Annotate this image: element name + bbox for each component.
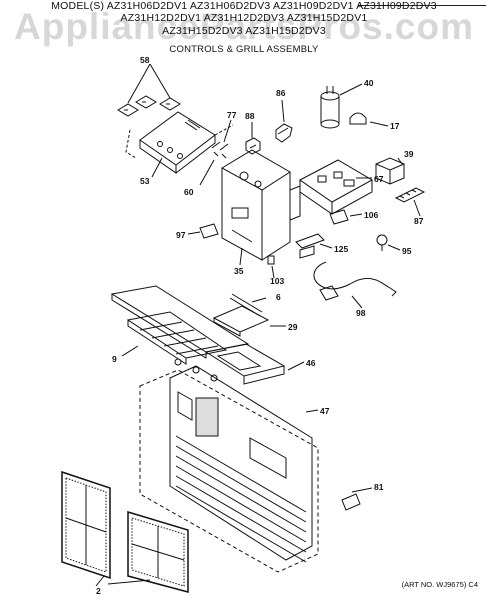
label-97: 97 [176, 230, 186, 240]
diagram-subtitle: CONTROLS & GRILL ASSEMBLY [169, 44, 319, 55]
art-number: (ART NO. WJ9675) C4 [401, 580, 478, 589]
leader-58b [149, 63, 171, 99]
part-81-clip[interactable] [341, 493, 361, 511]
part-40-capacitor[interactable] [320, 86, 340, 129]
part-103-clip[interactable] [267, 255, 275, 265]
label-95: 95 [402, 246, 412, 256]
label-39: 39 [404, 149, 414, 159]
models-line-3: AZ31H15D2DV3 AZ31H15D2DV3 [162, 25, 326, 37]
label-2: 2 [96, 586, 101, 596]
models-line-2: AZ31H12D2DV1 AZ31H12D2DV3 AZ31H15D2DV1 [120, 12, 368, 24]
leader-95 [387, 244, 401, 251]
label-125: 125 [334, 244, 348, 254]
label-77: 77 [227, 110, 237, 120]
part-2-filter-right[interactable] [127, 510, 189, 593]
leader-98 [351, 295, 363, 309]
part-98-power-cord[interactable] [313, 261, 397, 301]
leader-17 [369, 121, 389, 127]
part-53-control-panel[interactable] [125, 111, 234, 174]
label-9: 9 [112, 354, 117, 364]
leader-39 [397, 157, 403, 165]
part-86-thermostat[interactable] [275, 123, 293, 143]
part-29-access-door[interactable] [212, 305, 270, 337]
leader-46 [287, 361, 305, 371]
part-2-filter-left[interactable] [61, 470, 111, 580]
header-rule [358, 5, 486, 6]
label-88: 88 [245, 111, 255, 121]
models-line-1: MODEL(S) AZ31H06D2DV1 AZ31H06D2DV3 AZ31H… [51, 0, 437, 12]
label-67: 67 [374, 174, 384, 184]
leader-81 [351, 487, 373, 493]
label-87: 87 [414, 216, 424, 226]
leader-77 [223, 119, 232, 143]
label-40: 40 [364, 78, 374, 88]
leader-2 [95, 575, 151, 587]
part-39-relay[interactable] [375, 157, 405, 185]
part-87-terminal[interactable] [394, 187, 426, 203]
label-17: 17 [390, 121, 400, 131]
part-106-switch[interactable] [329, 209, 349, 225]
leader-87 [413, 199, 421, 217]
part-88-clip[interactable] [245, 137, 261, 155]
part-77-screws[interactable] [211, 141, 229, 159]
part-35-control-box[interactable] [220, 149, 301, 261]
leader-47 [305, 409, 319, 413]
leader-6 [251, 297, 267, 303]
part-95-fastener[interactable] [376, 234, 388, 251]
label-6: 6 [276, 292, 281, 302]
part-17-bracket[interactable] [349, 112, 367, 125]
watermark: AppliancePartsPros.com [14, 6, 474, 47]
label-103: 103 [270, 276, 284, 286]
leader-9 [121, 345, 139, 357]
label-60: 60 [184, 187, 194, 197]
leader-86 [281, 99, 285, 123]
leader-106 [349, 213, 363, 217]
part-9-discharge-grille[interactable] [110, 285, 250, 382]
part-47-front-cover[interactable] [139, 365, 319, 573]
leader-58 [127, 63, 151, 104]
leader-103 [271, 265, 275, 279]
leader-125 [319, 243, 333, 249]
part-6-strip[interactable] [229, 293, 263, 317]
label-98: 98 [356, 308, 366, 318]
label-106: 106 [364, 210, 378, 220]
part-97-plate[interactable] [199, 223, 219, 239]
label-86: 86 [276, 88, 286, 98]
part-58-knobs[interactable] [117, 95, 181, 117]
part-67-circuit-board[interactable] [299, 159, 374, 215]
label-46: 46 [306, 358, 316, 368]
part-46-panel-frame[interactable] [204, 343, 286, 385]
label-35: 35 [234, 266, 244, 276]
part-125-connector[interactable] [295, 233, 325, 259]
label-58: 58 [140, 55, 150, 65]
leader-53 [151, 157, 163, 178]
label-53: 53 [140, 176, 150, 186]
label-47: 47 [320, 406, 330, 416]
label-29: 29 [288, 322, 298, 332]
leader-40 [339, 83, 363, 96]
leader-97 [187, 231, 201, 235]
label-81: 81 [374, 482, 384, 492]
leader-60 [199, 159, 215, 186]
leader-35 [239, 247, 243, 266]
